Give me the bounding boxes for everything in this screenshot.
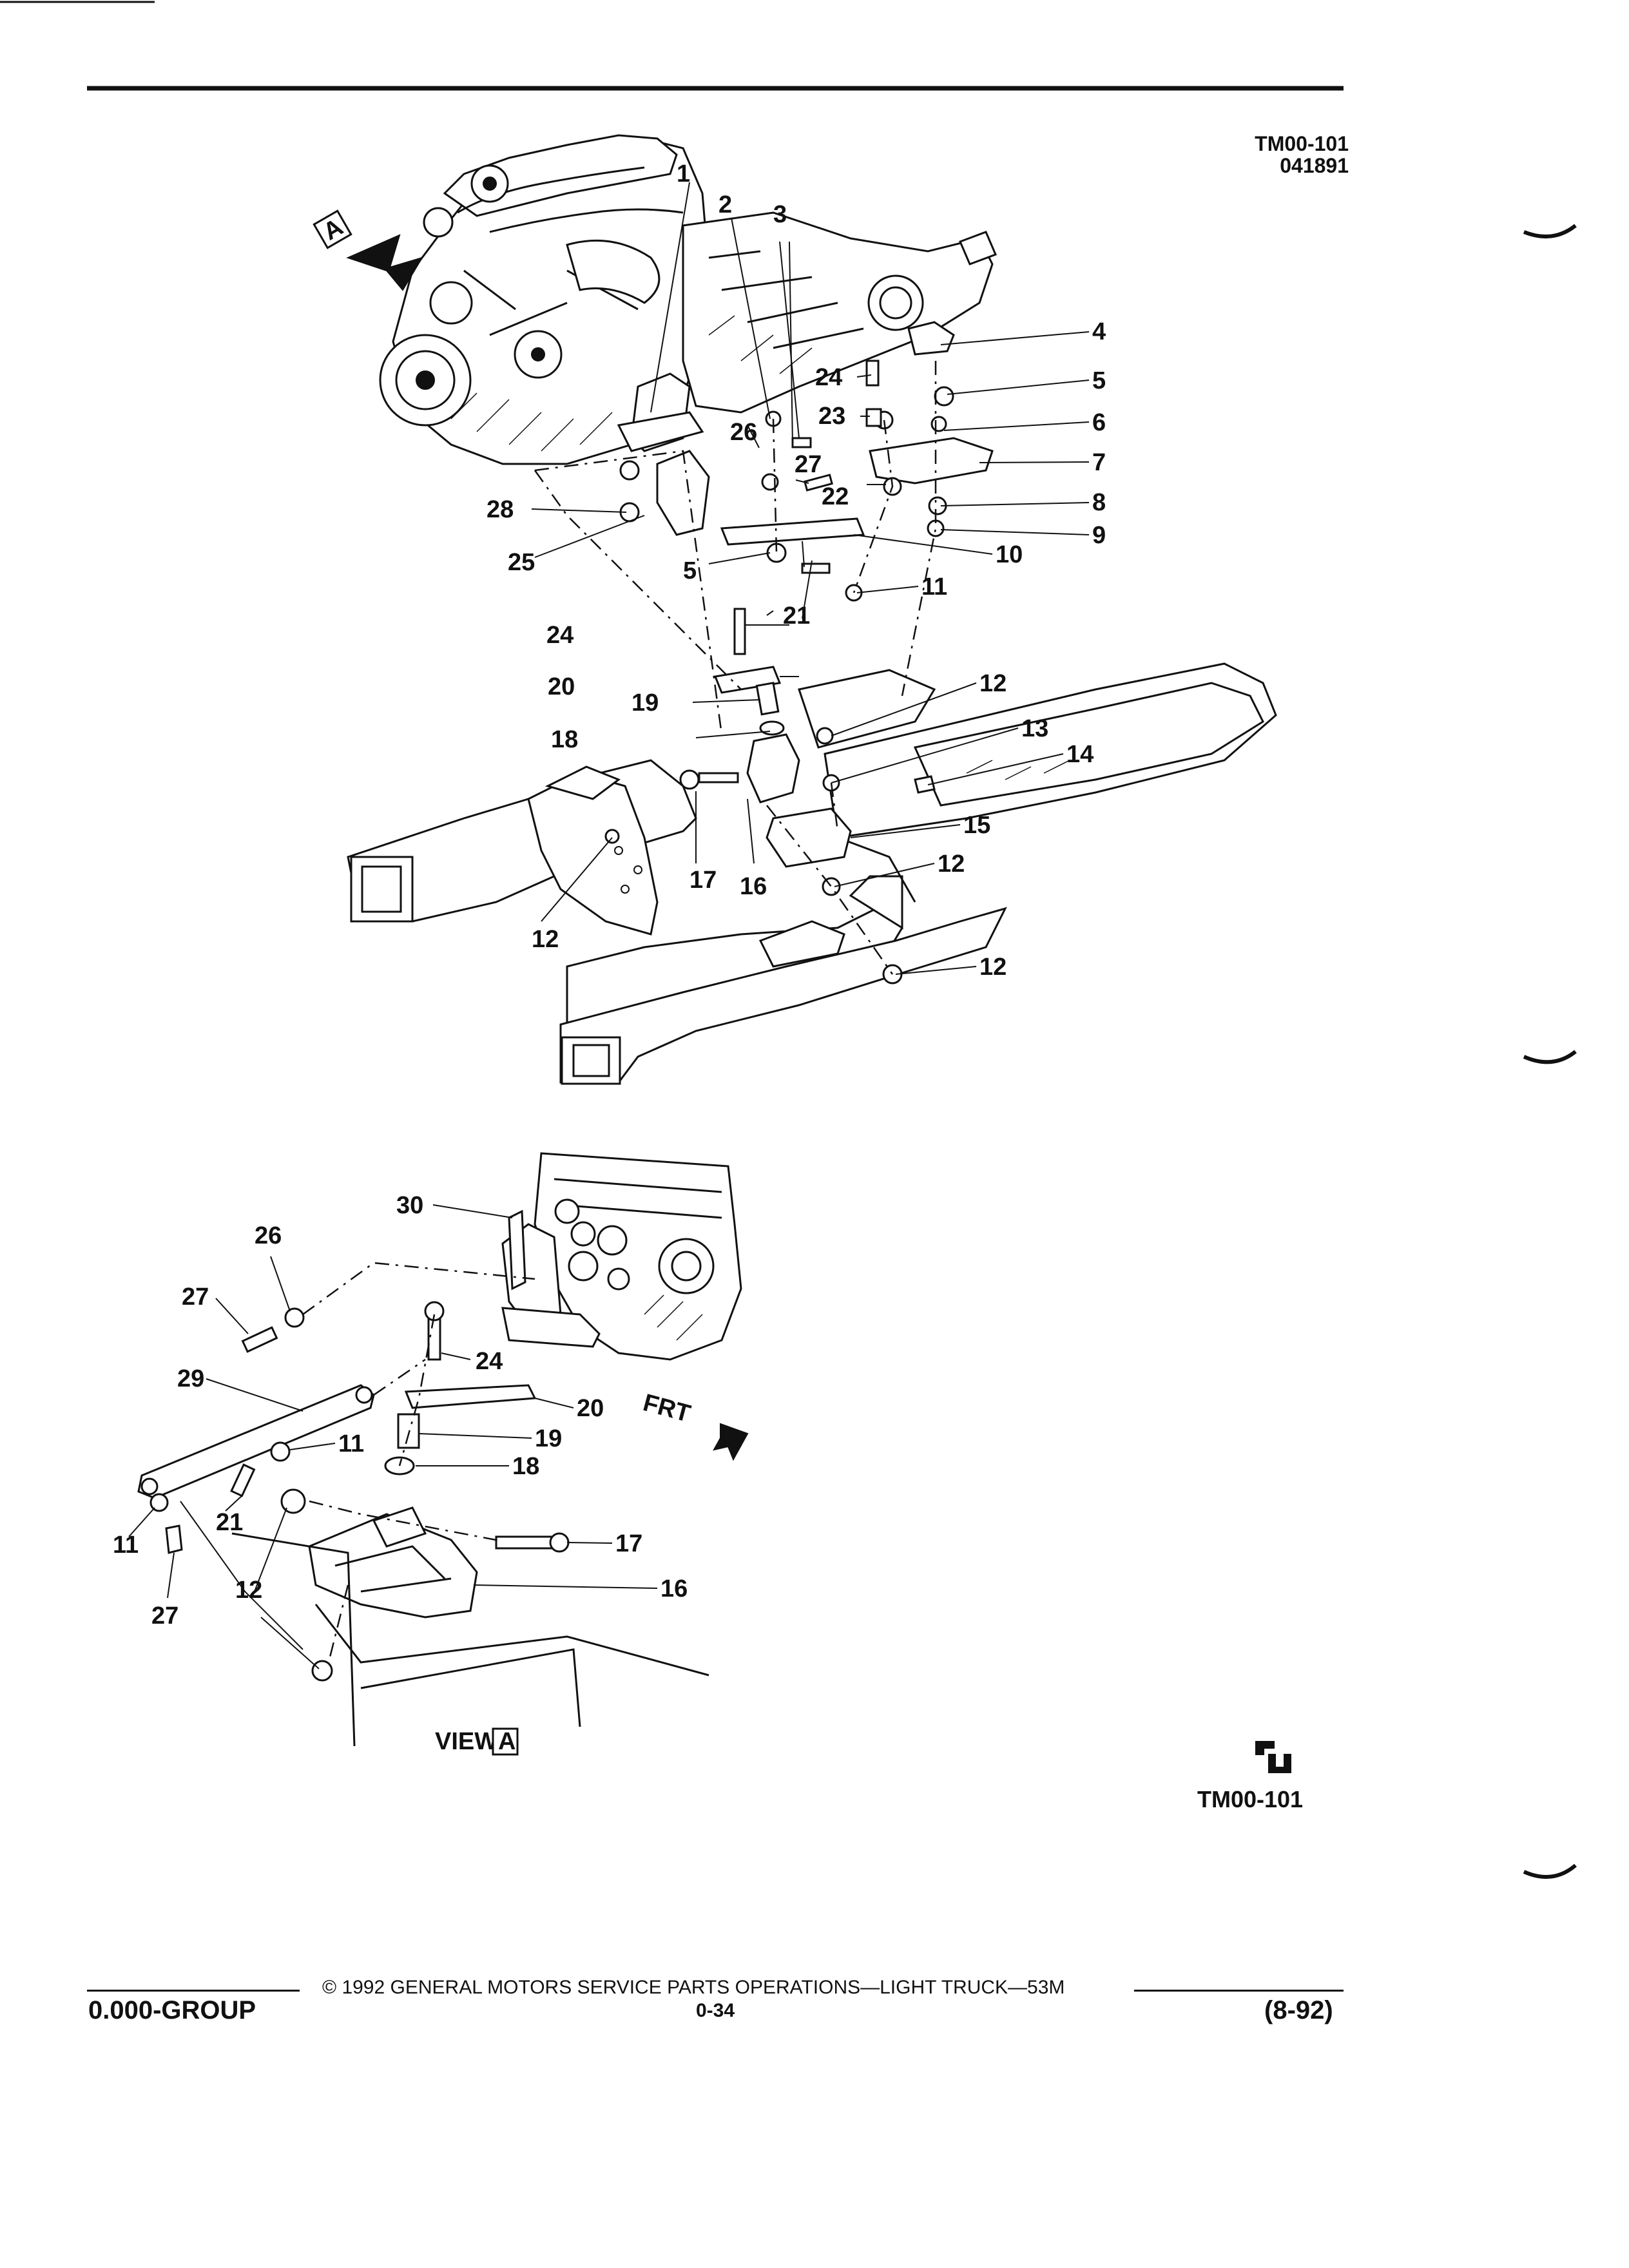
callout-8: 8 bbox=[1092, 489, 1106, 516]
callouts-view-a: 30 26 27 24 29 20 19 18 11 21 11 27 12 1… bbox=[113, 1192, 688, 1629]
view-callout-11-b: 11 bbox=[113, 1532, 139, 1559]
callout-21: 21 bbox=[783, 602, 810, 629]
ref-date: 041891 bbox=[1280, 153, 1349, 177]
callout-3: 3 bbox=[773, 201, 787, 228]
callout-9: 9 bbox=[1092, 522, 1106, 549]
callout-20: 20 bbox=[548, 673, 575, 700]
callout-14: 14 bbox=[1066, 741, 1094, 768]
assembly-centerlines-view-a bbox=[302, 1262, 535, 1663]
callout-13: 13 bbox=[1021, 715, 1048, 742]
callout-18: 18 bbox=[551, 726, 578, 753]
view-callout-27-b: 27 bbox=[151, 1602, 178, 1629]
callout-12-a: 12 bbox=[979, 670, 1007, 697]
callout-22: 22 bbox=[822, 483, 849, 510]
view-callout-29: 29 bbox=[177, 1365, 204, 1392]
callout-12-c: 12 bbox=[979, 954, 1007, 981]
callout-17: 17 bbox=[689, 867, 717, 894]
binding-mark bbox=[1523, 1050, 1577, 1064]
assembly-centerlines-main bbox=[534, 361, 937, 975]
gm-spo-logo bbox=[1255, 1741, 1291, 1773]
footer-rule-left bbox=[87, 1990, 300, 1992]
callout-7: 7 bbox=[1092, 449, 1106, 476]
callout-19: 19 bbox=[631, 689, 659, 716]
view-callout-12-a: 12 bbox=[235, 1577, 262, 1604]
leader-lines-view-a bbox=[128, 1204, 658, 1669]
illustration-ref-code: TM00-101 bbox=[1197, 1786, 1304, 1812]
callout-4: 4 bbox=[1092, 318, 1106, 345]
view-callout-17: 17 bbox=[615, 1530, 642, 1557]
callout-28: 28 bbox=[487, 496, 514, 523]
callout-16: 16 bbox=[740, 873, 767, 900]
callout-6: 6 bbox=[1092, 409, 1106, 436]
mount-components-main bbox=[604, 321, 994, 985]
callout-23: 23 bbox=[818, 403, 845, 430]
view-callout-16: 16 bbox=[660, 1575, 688, 1602]
revision-date: (8-92) bbox=[1264, 1996, 1333, 2024]
view-callout-11-a: 11 bbox=[338, 1430, 364, 1457]
callout-25: 25 bbox=[508, 549, 535, 576]
callout-24-b: 24 bbox=[546, 622, 574, 649]
callouts-main: 1 2 3 4 5 6 7 8 9 10 11 12 13 14 15 16 1… bbox=[487, 160, 1106, 981]
engine-block-illustration bbox=[379, 134, 710, 465]
view-label-letter: A bbox=[498, 1728, 516, 1755]
frame-crossmember-illustration bbox=[347, 662, 1277, 1085]
callout-15: 15 bbox=[963, 812, 990, 839]
view-a-arrow: A bbox=[313, 209, 424, 291]
callout-10: 10 bbox=[996, 541, 1023, 568]
group-label: 0.000-GROUP bbox=[88, 1996, 256, 2024]
callout-2: 2 bbox=[718, 191, 732, 218]
footer-rule-right bbox=[1134, 1990, 1344, 1992]
view-a-label: VIEW A bbox=[435, 1727, 519, 1756]
callout-5-b: 5 bbox=[683, 557, 697, 584]
leader-lines-main bbox=[531, 182, 1090, 975]
view-label-text: VIEW bbox=[435, 1728, 497, 1755]
copyright-line: © 1992 GENERAL MOTORS SERVICE PARTS OPER… bbox=[322, 1977, 1065, 1998]
view-callout-21: 21 bbox=[216, 1509, 243, 1536]
ref-code-block: TM00-101 041891 bbox=[1255, 133, 1349, 177]
binding-mark bbox=[1523, 224, 1577, 239]
front-label: FRT bbox=[641, 1389, 693, 1428]
view-callout-18: 18 bbox=[512, 1453, 539, 1480]
callout-12-d: 12 bbox=[532, 926, 559, 953]
callout-5: 5 bbox=[1092, 367, 1106, 394]
view-callout-24: 24 bbox=[476, 1348, 503, 1375]
view-callout-26: 26 bbox=[255, 1222, 282, 1249]
view-a-detail-illustration bbox=[137, 1152, 742, 1747]
callout-1: 1 bbox=[677, 160, 690, 187]
binding-mark bbox=[1523, 1863, 1577, 1879]
page-number: 0-34 bbox=[696, 2000, 735, 2021]
view-callout-30: 30 bbox=[396, 1192, 423, 1219]
callout-24-a: 24 bbox=[815, 364, 842, 391]
callout-12-b: 12 bbox=[938, 850, 965, 878]
view-callout-20: 20 bbox=[577, 1395, 604, 1422]
callout-11: 11 bbox=[921, 573, 947, 601]
transmission-illustration bbox=[682, 211, 997, 414]
front-direction-indicator: FRT bbox=[641, 1389, 749, 1461]
view-callout-27-a: 27 bbox=[182, 1283, 209, 1311]
callout-27: 27 bbox=[795, 451, 822, 478]
callout-26: 26 bbox=[730, 419, 757, 446]
ref-code: TM00-101 bbox=[1255, 132, 1349, 155]
view-callout-19: 19 bbox=[535, 1425, 562, 1452]
